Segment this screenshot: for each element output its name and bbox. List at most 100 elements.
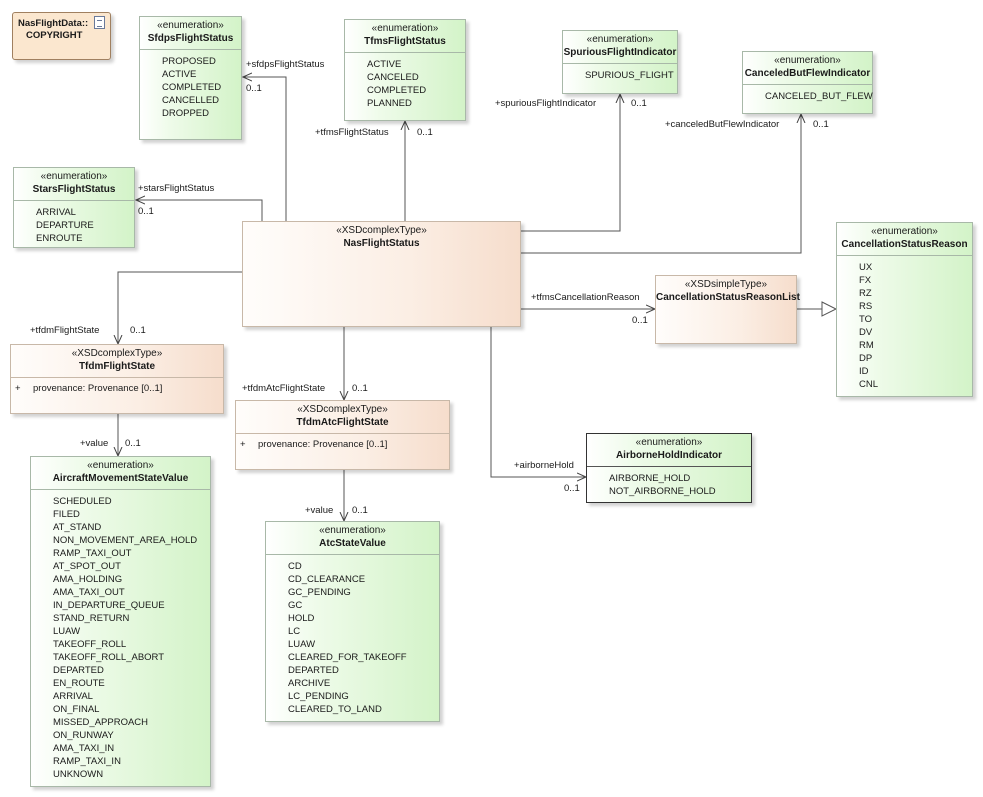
- literal: CANCELED_BUT_FLEW: [765, 91, 873, 102]
- multiplicity-spurious: 0..1: [631, 98, 647, 109]
- literal: LUAW: [288, 639, 316, 650]
- literal: GC_PENDING: [288, 587, 351, 598]
- class-name: CancellationStatusReasonList: [656, 292, 800, 303]
- role-label-flight-value: +value: [80, 438, 109, 449]
- class-name: AirborneHoldIndicator: [615, 450, 723, 461]
- literal: DP: [859, 353, 873, 364]
- link-tfdm-flight: [118, 271, 242, 344]
- literal: RS: [859, 301, 873, 312]
- stereotype: «enumeration»: [40, 171, 108, 182]
- literal: DEPARTURE: [36, 220, 94, 231]
- attribute: provenance: Provenance [0..1]: [258, 439, 388, 450]
- multiplicity-stars: 0..1: [138, 206, 154, 217]
- class-name: AtcStateValue: [319, 538, 386, 549]
- multiplicity-canceled-flew: 0..1: [813, 119, 829, 130]
- literal: GC: [288, 600, 303, 611]
- class-name: TfdmAtcFlightState: [296, 417, 389, 428]
- class-tfdm-flight-state[interactable]: «XSDcomplexType»TfdmFlightState +provena…: [10, 344, 224, 414]
- literal: EN_ROUTE: [53, 678, 105, 689]
- literal: SPURIOUS_FLIGHT: [585, 70, 674, 81]
- class-name: StarsFlightStatus: [32, 184, 116, 195]
- stereotype: «XSDcomplexType»: [297, 404, 388, 415]
- literal: COMPLETED: [367, 85, 427, 96]
- role-label-tfdm-flight: +tfdmFlightState: [30, 325, 100, 336]
- literal: AMA_HOLDING: [53, 574, 123, 585]
- stereotype: «enumeration»: [635, 437, 703, 448]
- multiplicity-tfdm-atc: 0..1: [352, 383, 368, 394]
- class-nas-flight-status[interactable]: «XSDcomplexType» NasFlightStatus: [242, 221, 521, 327]
- literal: UNKNOWN: [53, 769, 104, 780]
- literal: CD_CLEARANCE: [288, 574, 366, 585]
- literal: DEPARTED: [288, 665, 339, 676]
- literal: AT_STAND: [53, 522, 102, 533]
- stereotype: «XSDsimpleType»: [684, 279, 768, 290]
- multiplicity-tfms: 0..1: [417, 127, 433, 138]
- literal: ENROUTE: [36, 233, 83, 244]
- literal: TAKEOFF_ROLL: [53, 639, 127, 650]
- copyright-note[interactable]: NasFlightData:: COPYRIGHT: [12, 12, 111, 60]
- class-atc-state-value[interactable]: «enumeration» AtcStateValue CD CD_CLEARAN…: [265, 521, 440, 722]
- class-spurious-flight-indicator[interactable]: «enumeration»SpuriousFlightIndicator SPU…: [562, 30, 678, 94]
- literal: ON_RUNWAY: [53, 730, 114, 741]
- link-spurious: [521, 94, 620, 232]
- literal: STAND_RETURN: [53, 613, 130, 624]
- stereotype: «enumeration»: [319, 525, 386, 536]
- stereotype: «enumeration»: [774, 55, 841, 66]
- literal: PROPOSED: [162, 56, 216, 67]
- note-document-icon: [94, 16, 105, 29]
- literal: ON_FINAL: [53, 704, 100, 715]
- literal: DEPARTED: [53, 665, 104, 676]
- literal: ARRIVAL: [36, 207, 76, 218]
- literal: ACTIVE: [367, 59, 402, 70]
- literal: CANCELED: [367, 72, 419, 83]
- class-tfdm-atc-flight-state[interactable]: «XSDcomplexType»TfdmAtcFlightState +prov…: [235, 400, 450, 470]
- role-label-atc-value: +value: [305, 505, 334, 516]
- literal: ID: [859, 366, 869, 377]
- literal: AMA_TAXI_OUT: [53, 587, 125, 598]
- stereotype: «XSDcomplexType»: [336, 225, 427, 236]
- class-tfms-flight-status[interactable]: «enumeration» TfmsFlightStatus ACTIVE CAN…: [344, 19, 466, 121]
- literal: TO: [859, 314, 873, 325]
- literal: RAMP_TAXI_IN: [53, 756, 121, 767]
- literal: SCHEDULED: [53, 496, 112, 507]
- role-label-tfms-cancel: +tfmsCancellationReason: [531, 292, 640, 303]
- stereotype: «enumeration»: [157, 20, 224, 31]
- multiplicity-flight-value: 0..1: [125, 438, 141, 449]
- literal: ARRIVAL: [53, 691, 93, 702]
- class-cancellation-status-reason-list[interactable]: «XSDsimpleType» CancellationStatusReasonL…: [655, 275, 800, 344]
- class-aircraft-movement-state-value[interactable]: «enumeration»AircraftMovementStateValue …: [30, 456, 211, 787]
- literal: RAMP_TAXI_OUT: [53, 548, 132, 559]
- literal: DROPPED: [162, 108, 209, 119]
- note-line-1: NasFlightData::: [18, 18, 89, 29]
- literal: CLEARED_FOR_TAKEOFF: [288, 652, 407, 663]
- stereotype: «enumeration»: [371, 23, 439, 34]
- stereotype: «enumeration»: [871, 226, 938, 237]
- class-name: NasFlightStatus: [343, 238, 420, 249]
- literal: FILED: [53, 509, 80, 520]
- link-stars: [136, 200, 263, 221]
- class-name: CancellationStatusReason: [841, 239, 968, 250]
- literal: CANCELLED: [162, 95, 220, 106]
- literal: HOLD: [288, 613, 315, 624]
- class-cancellation-status-reason[interactable]: «enumeration» CancellationStatusReason UX…: [836, 222, 973, 397]
- literal: PLANNED: [367, 98, 412, 109]
- literal: DV: [859, 327, 873, 338]
- multiplicity-sfdps: 0..1: [246, 83, 262, 94]
- class-name: AircraftMovementStateValue: [52, 473, 189, 484]
- class-name: TfmsFlightStatus: [364, 36, 446, 47]
- literal: COMPLETED: [162, 82, 222, 93]
- class-airborne-hold-indicator[interactable]: «enumeration»AirborneHoldIndicator AIRBO…: [586, 433, 752, 503]
- literal: CLEARED_TO_LAND: [288, 704, 382, 715]
- class-stars-flight-status[interactable]: «enumeration» StarsFlightStatus ARRIVAL D…: [13, 167, 135, 248]
- role-label-tfms: +tfmsFlightStatus: [315, 127, 389, 138]
- literal: LC_PENDING: [288, 691, 349, 702]
- class-name: CanceledButFlewIndicator: [744, 68, 871, 79]
- class-sfdps-flight-status[interactable]: «enumeration»SfdpsFlightStatus PROPOSED …: [139, 16, 242, 140]
- role-label-canceled-flew: +canceledButFlewIndicator: [665, 119, 780, 130]
- literal: NOT_AIRBORNE_HOLD: [609, 486, 716, 497]
- class-canceled-but-flew-indicator[interactable]: «enumeration» CanceledButFlewIndicator CA…: [742, 51, 873, 114]
- literal: CD: [288, 561, 302, 572]
- note-line-2: COPYRIGHT: [26, 30, 83, 41]
- literal: UX: [859, 262, 873, 273]
